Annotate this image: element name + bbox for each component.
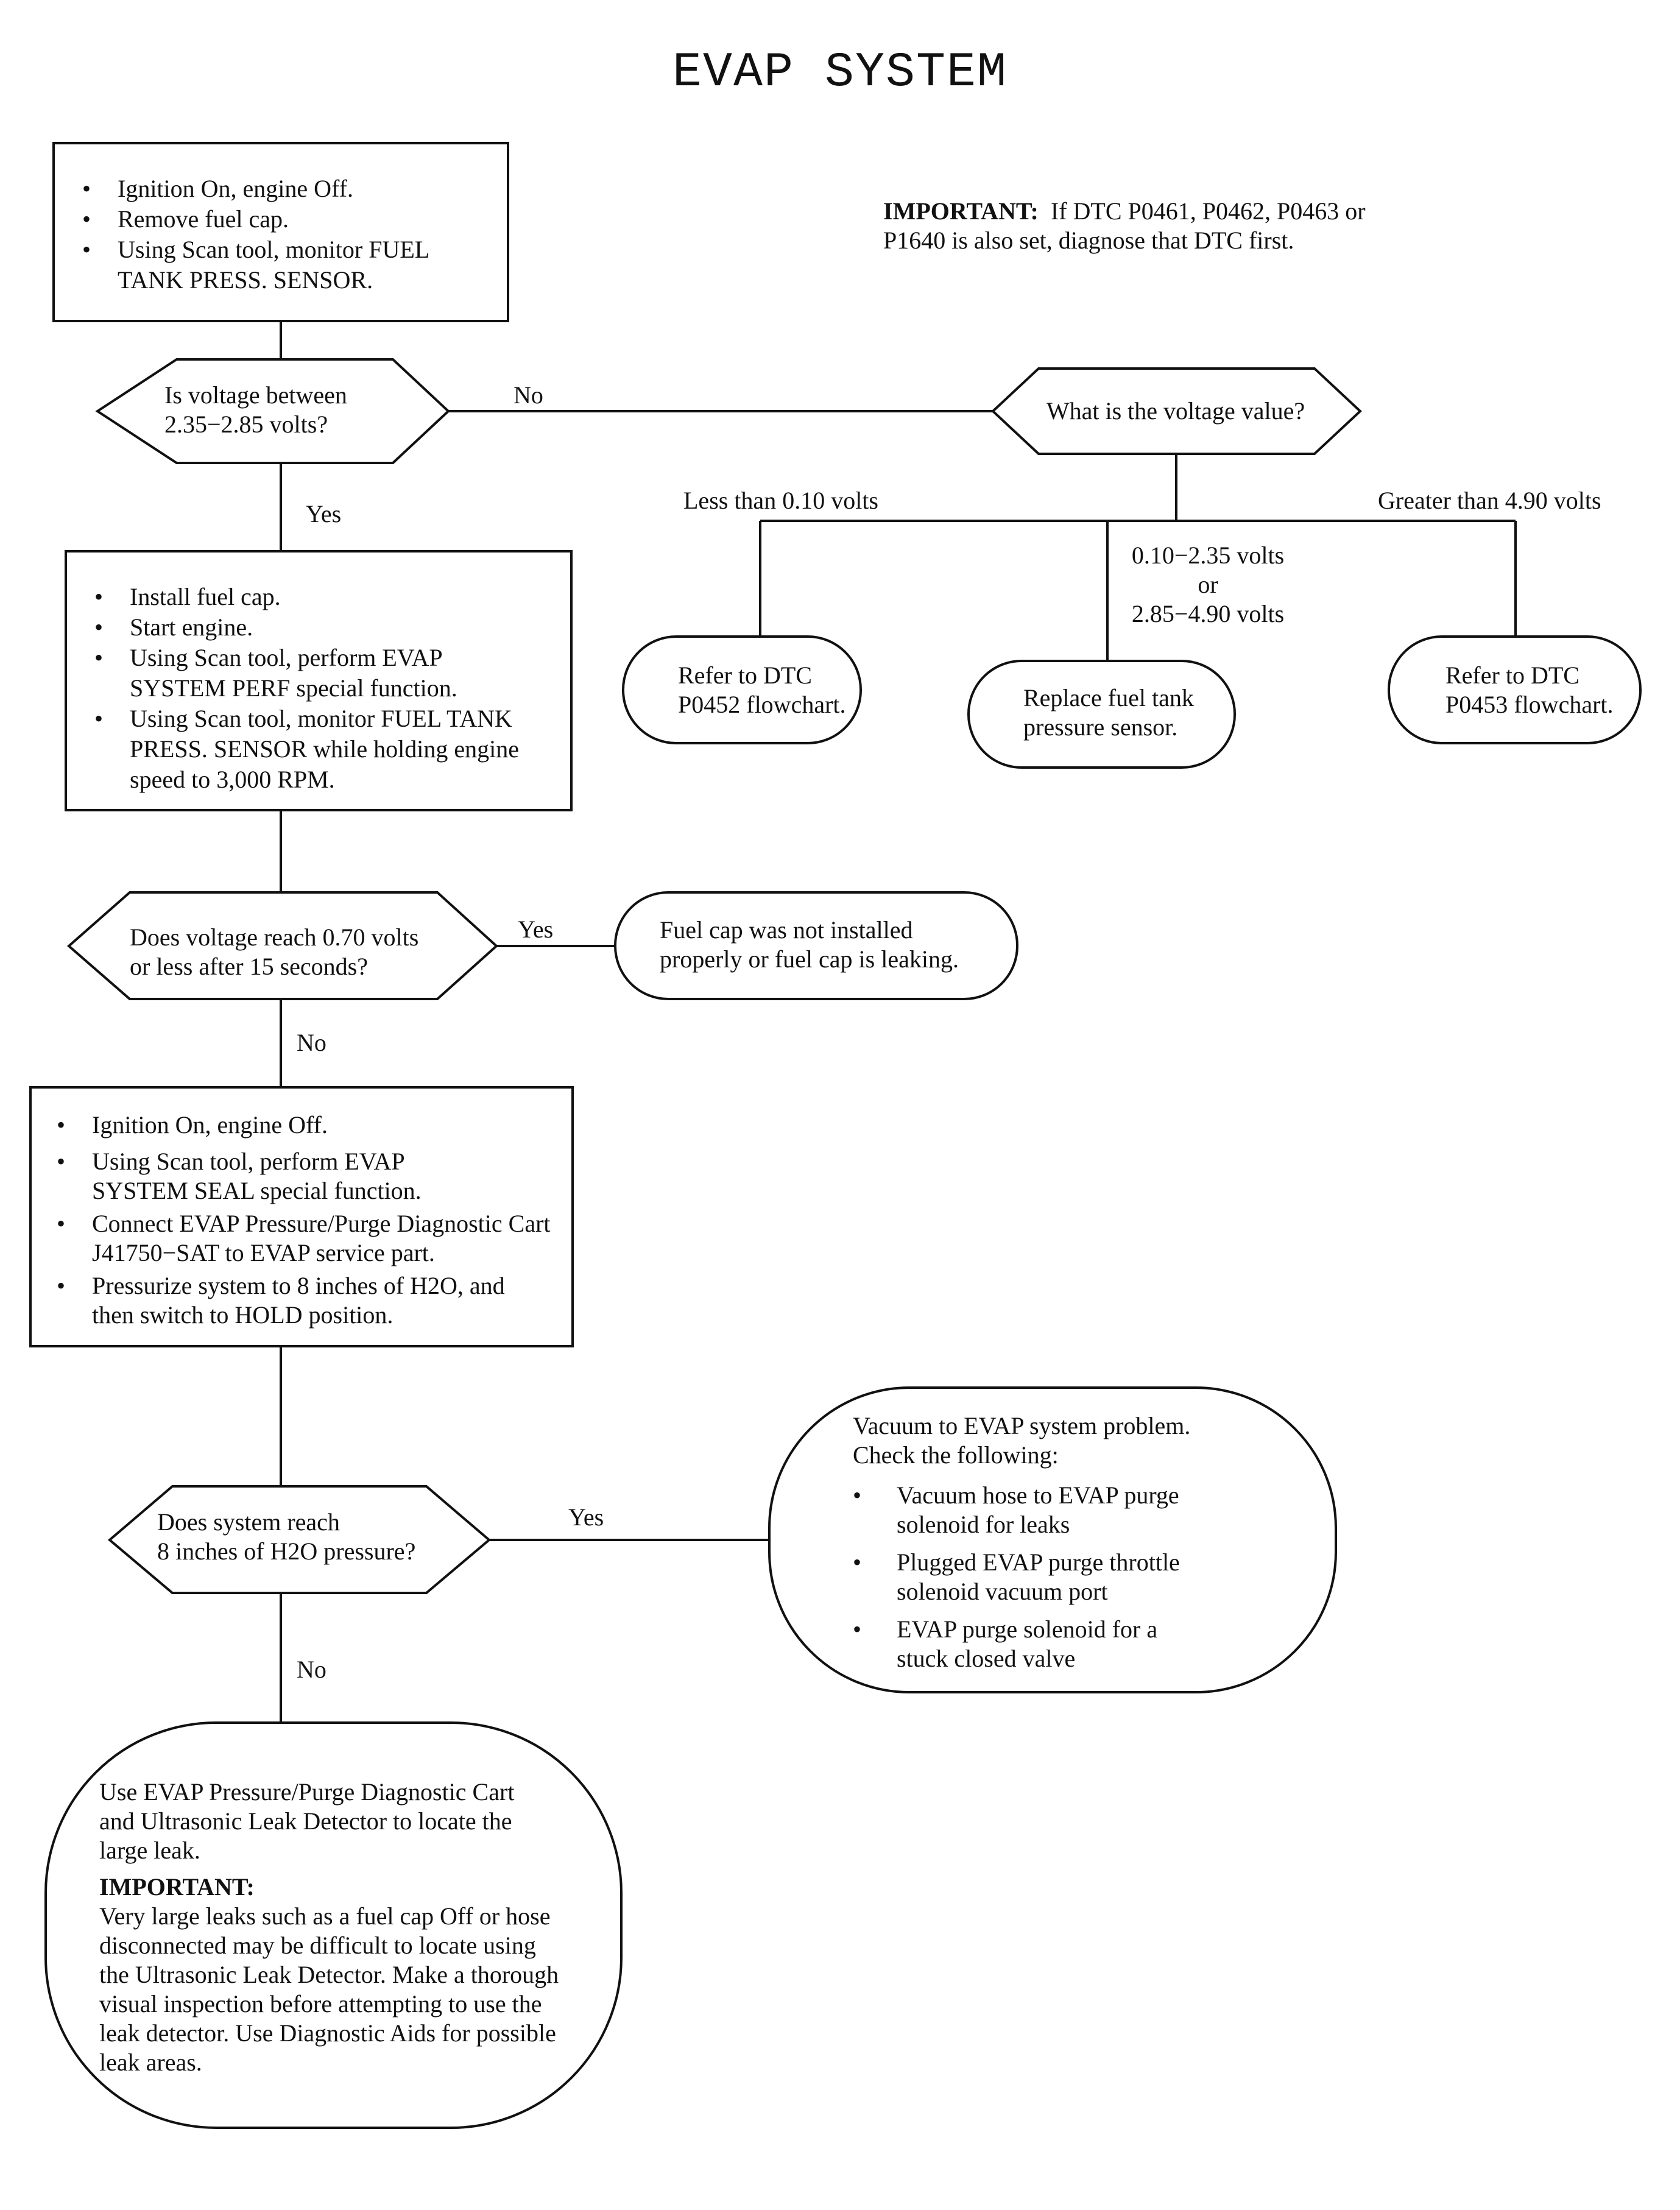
term-vacuum-intro: Vacuum to EVAP system problem. Check the… [853, 1412, 1191, 1469]
term-leak-important-label: IMPORTANT: [99, 1873, 255, 1901]
step1-bullet: Ignition On, engine Off. [82, 174, 496, 204]
branch-mid-line1: 0.10−2.35 volts [1131, 542, 1285, 569]
term-replace-line2: pressure sensor. [1023, 713, 1178, 741]
term-vacuum-bullet: Plugged EVAP purge throttle solenoid vac… [853, 1548, 1213, 1606]
step3-bullet: Pressurize system to 8 inches of H2O, an… [57, 1271, 543, 1330]
step3-bullet: Using Scan tool, perform EVAP SYSTEM SEA… [57, 1147, 470, 1206]
term-leak-important-text: Very large leaks such as a fuel cap Off … [99, 1902, 559, 2076]
decision1-no-label: No [514, 381, 543, 409]
voltage-decision-text: What is the voltage value? [1046, 397, 1305, 425]
term-vacuum-oval [768, 1386, 1337, 1693]
decision2-line1: Does voltage reach 0.70 volts [130, 923, 419, 951]
decision3-line2: 8 inches of H2O pressure? [157, 1537, 416, 1565]
term-p0453-oval [1388, 635, 1642, 744]
step2-bullet: Using Scan tool, monitor FUEL TANK PRESS… [94, 704, 568, 795]
step1-text: Ignition On, engine Off. Remove fuel cap… [82, 174, 496, 295]
decision1-line1: Is voltage between [164, 381, 347, 409]
step3-text: Ignition On, engine Off. Using Scan tool… [57, 1110, 568, 1330]
term-replace-text: Replace fuel tank pressure sensor. [1023, 683, 1218, 742]
step2-bullet: Start engine. [94, 612, 570, 643]
decision1-text: Is voltage between 2.35−2.85 volts? [164, 381, 420, 439]
term-p0452-line2: P0452 flowchart. [678, 691, 846, 718]
step3-bullet: Ignition On, engine Off. [57, 1110, 568, 1140]
important-note-line2: P1640 is also set, diagnose that DTC fir… [883, 227, 1294, 254]
branch-mid-line2: or [1198, 571, 1218, 598]
term-p0452-text: Refer to DTC P0452 flowchart. [678, 661, 861, 719]
step2-text: Install fuel cap. Start engine. Using Sc… [94, 582, 570, 795]
step2-bullet: Install fuel cap. [94, 582, 570, 612]
branch-mid-label: 0.10−2.35 volts or 2.85−4.90 volts [1086, 541, 1330, 629]
branch-high-label: Greater than 4.90 volts [1378, 487, 1601, 514]
important-note: IMPORTANT: If DTC P0461, P0462, P0463 or… [883, 197, 1492, 255]
decision3-line1: Does system reach [157, 1508, 340, 1536]
step2-bullet: Using Scan tool, perform EVAP SYSTEM PER… [94, 643, 520, 704]
step1-bullet: Using Scan tool, monitor FUEL TANK PRESS… [82, 235, 459, 295]
branch-mid-line3: 2.85−4.90 volts [1131, 600, 1285, 627]
term-fuelcap-oval [614, 891, 1018, 1000]
term-fuelcap-line1: Fuel cap was not installed [660, 916, 913, 944]
term-replace-oval [967, 660, 1236, 769]
term-leak-text: Use EVAP Pressure/Purge Diagnostic Cart … [99, 1778, 587, 2077]
term-fuelcap-text: Fuel cap was not installed properly or f… [660, 916, 1013, 974]
decision2-yes-label: Yes [518, 916, 554, 943]
step3-bullet: Connect EVAP Pressure/Purge Diagnostic C… [57, 1209, 573, 1268]
term-leak-intro: Use EVAP Pressure/Purge Diagnostic Cart … [99, 1778, 515, 1864]
important-note-line1: If DTC P0461, P0462, P0463 or [1050, 197, 1366, 225]
decision1-line2: 2.35−2.85 volts? [164, 411, 328, 438]
decision2-line2: or less after 15 seconds? [130, 953, 368, 980]
term-p0453-line2: P0453 flowchart. [1445, 691, 1614, 718]
step2-box [65, 550, 573, 811]
term-leak-oval [44, 1721, 623, 2129]
page-title: EVAP SYSTEM [672, 45, 1008, 101]
term-p0452-line1: Refer to DTC [678, 662, 812, 689]
decision2-text: Does voltage reach 0.70 volts or less af… [130, 923, 446, 981]
term-p0452-oval [622, 635, 862, 744]
voltage-decision-diamond [991, 367, 1362, 455]
term-p0453-text: Refer to DTC P0453 flowchart. [1445, 661, 1634, 719]
decision3-yes-label: Yes [568, 1503, 604, 1531]
decision3-text: Does system reach 8 inches of H2O pressu… [157, 1508, 450, 1566]
term-replace-line1: Replace fuel tank [1023, 684, 1194, 711]
decision3-no-label: No [297, 1656, 326, 1683]
term-vacuum-text: Vacuum to EVAP system problem. Check the… [853, 1411, 1279, 1673]
decision1-yes-label: Yes [306, 500, 342, 528]
term-vacuum-bullet: EVAP purge solenoid for a stuck closed v… [853, 1615, 1213, 1673]
important-note-label: IMPORTANT: [883, 197, 1039, 225]
term-vacuum-bullet: Vacuum hose to EVAP purge solenoid for l… [853, 1481, 1213, 1539]
term-p0453-line1: Refer to DTC [1445, 662, 1579, 689]
step1-bullet: Remove fuel cap. [82, 204, 496, 235]
term-fuelcap-line2: properly or fuel cap is leaking. [660, 945, 959, 973]
decision2-no-label: No [297, 1029, 326, 1056]
branch-low-label: Less than 0.10 volts [683, 487, 878, 514]
